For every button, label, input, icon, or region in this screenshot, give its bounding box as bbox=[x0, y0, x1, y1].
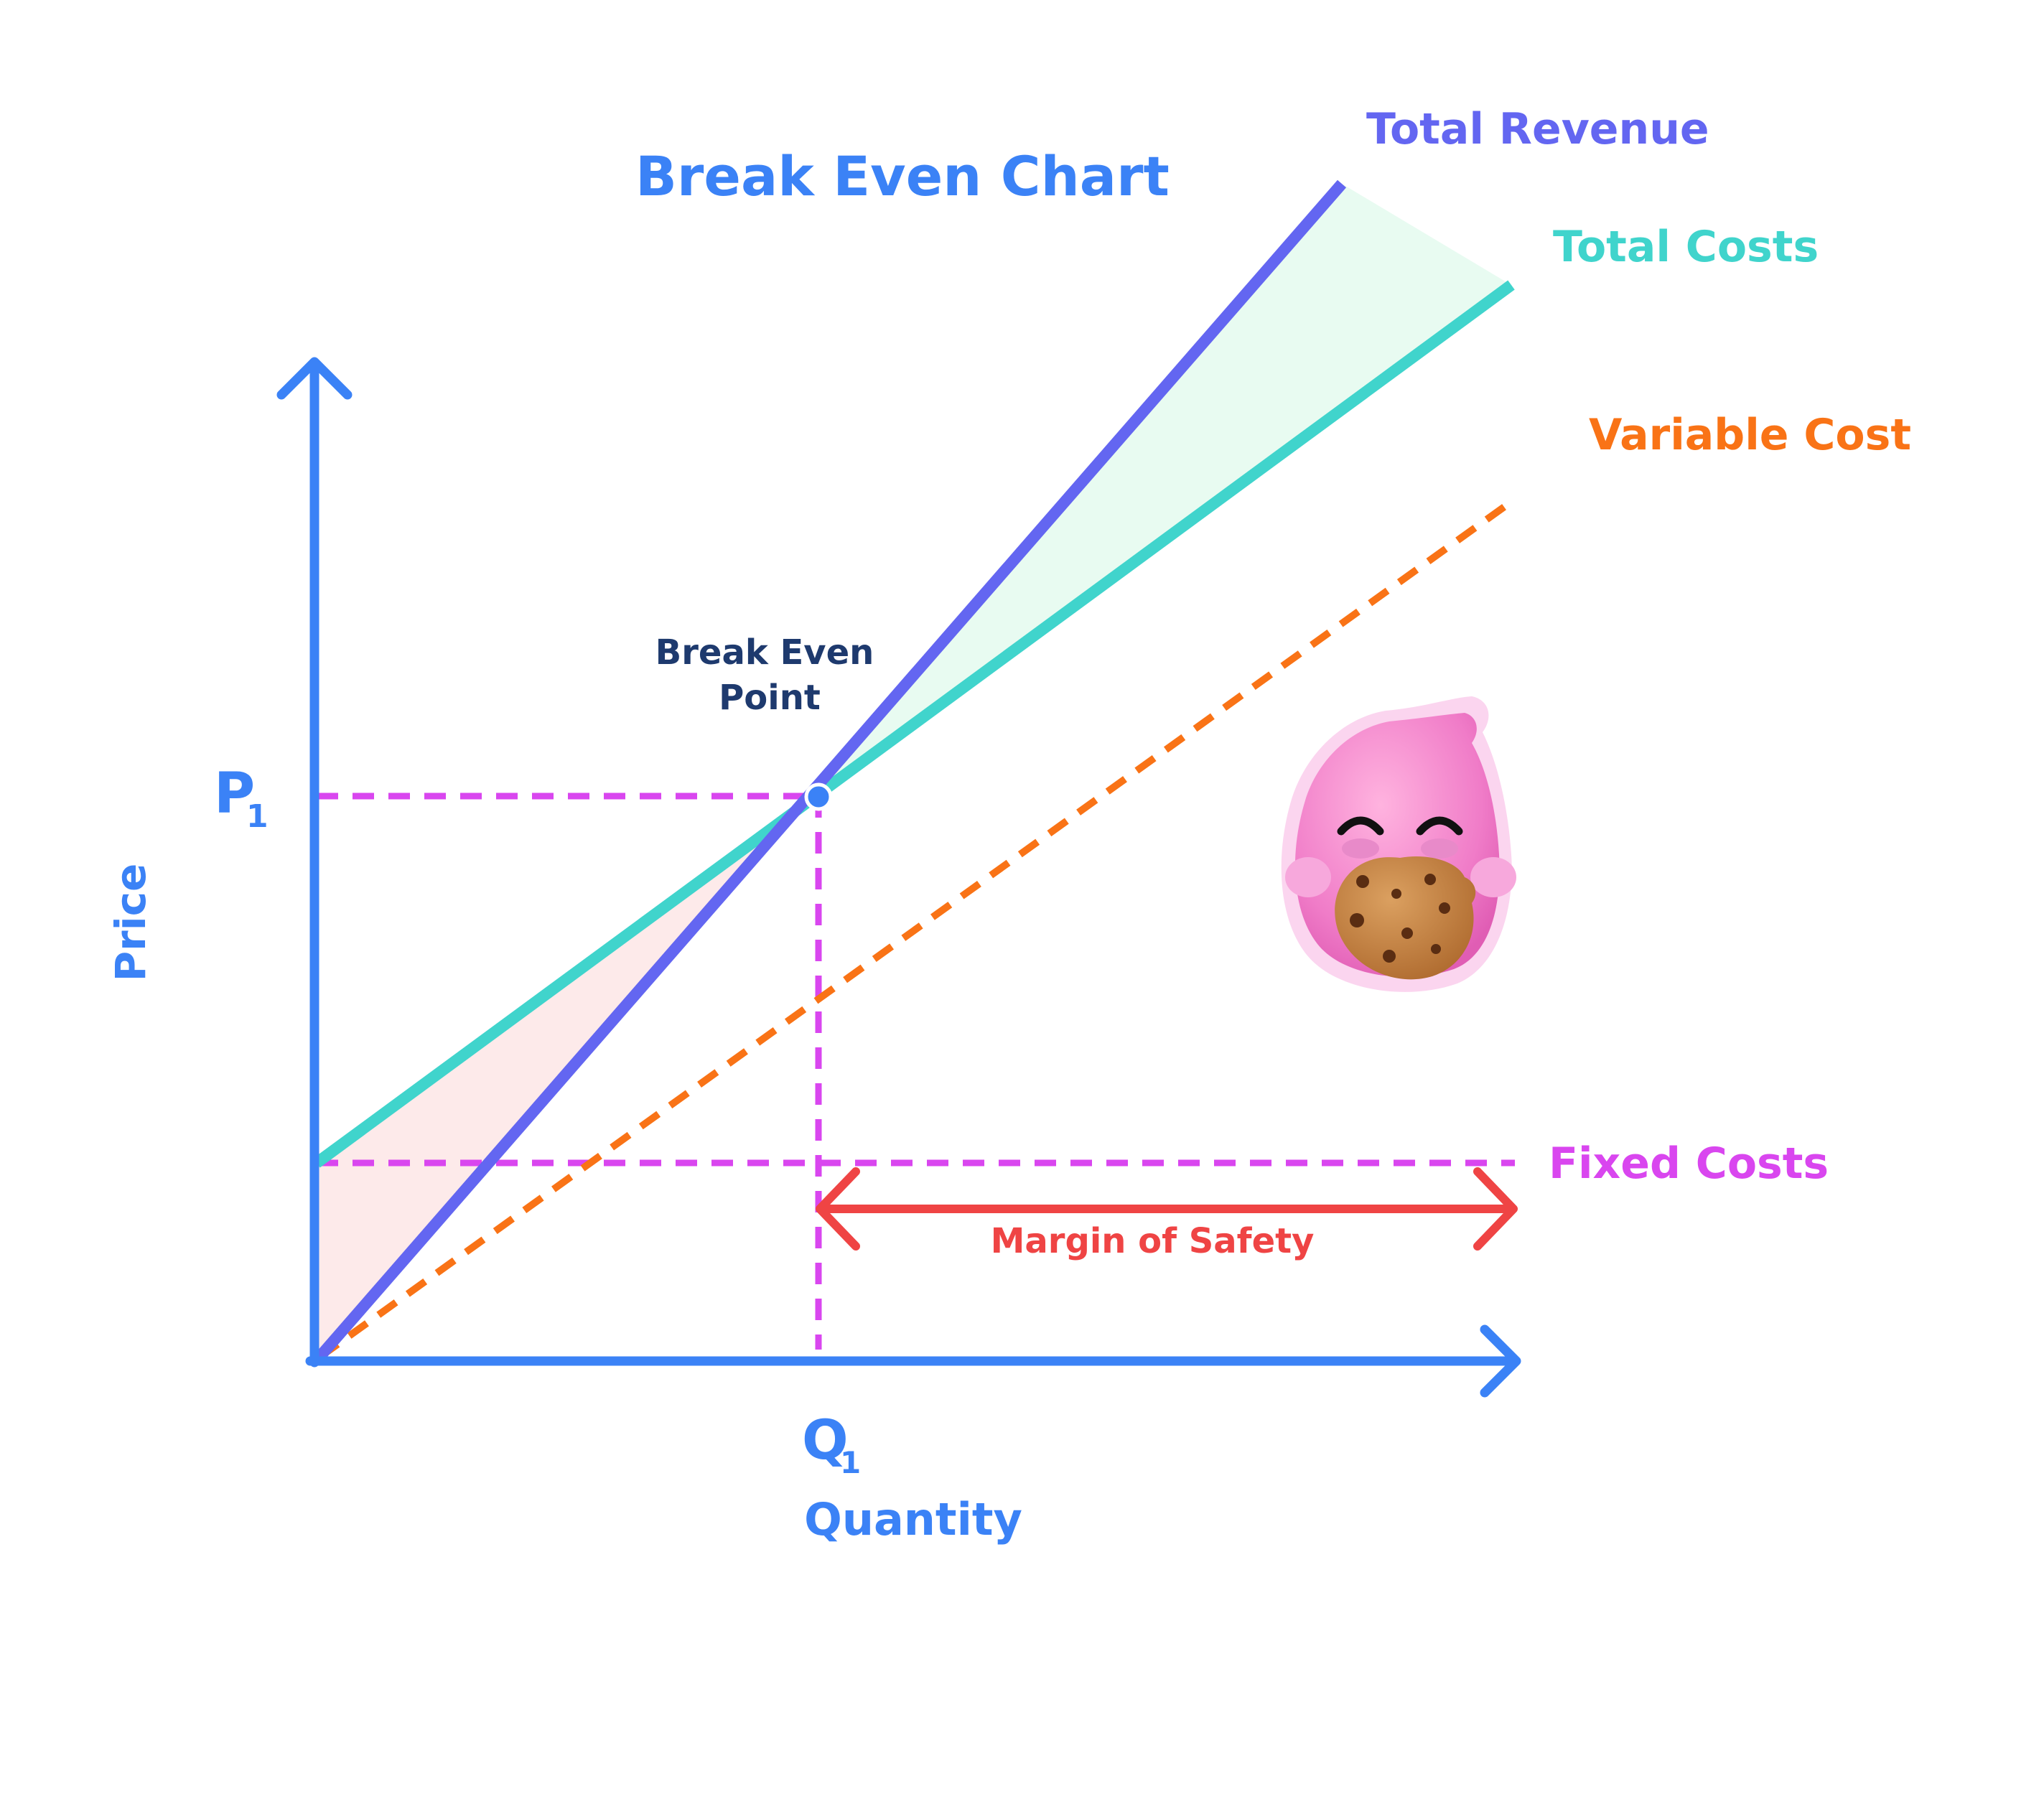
margin-of-safety-arrow bbox=[816, 1167, 1518, 1251]
p1-tick-label: P 1 bbox=[214, 762, 269, 835]
svg-text:1: 1 bbox=[840, 1445, 861, 1480]
svg-text:Q: Q bbox=[802, 1408, 849, 1472]
x-axis bbox=[305, 1324, 1521, 1398]
total-costs-line bbox=[313, 280, 1515, 1168]
svg-text:P: P bbox=[214, 762, 255, 826]
variable-cost-line bbox=[318, 498, 1513, 1360]
fixed-costs-label: Fixed Costs bbox=[1549, 1139, 1829, 1189]
variable-cost-label: Variable Cost bbox=[1589, 410, 1911, 460]
break-even-point-label-line2: Point bbox=[719, 678, 821, 718]
chart-title: Break Even Chart bbox=[635, 144, 1170, 208]
x-axis-label: Quantity bbox=[804, 1493, 1022, 1546]
margin-of-safety-label: Margin of Safety bbox=[991, 1221, 1315, 1261]
y-axis-label: Price bbox=[106, 864, 155, 982]
y-axis bbox=[276, 357, 353, 1368]
break-even-point-marker bbox=[804, 782, 833, 811]
total-revenue-label: Total Revenue bbox=[1366, 104, 1709, 154]
q1-tick-label: Q 1 bbox=[802, 1408, 861, 1480]
svg-text:1: 1 bbox=[246, 798, 269, 835]
profit-area bbox=[816, 184, 1511, 796]
pink-character-eating-cookie-icon bbox=[1281, 696, 1516, 992]
total-revenue-line bbox=[312, 179, 1347, 1365]
total-costs-label: Total Costs bbox=[1553, 222, 1819, 272]
break-even-point-label-line1: Break Even bbox=[655, 632, 874, 673]
